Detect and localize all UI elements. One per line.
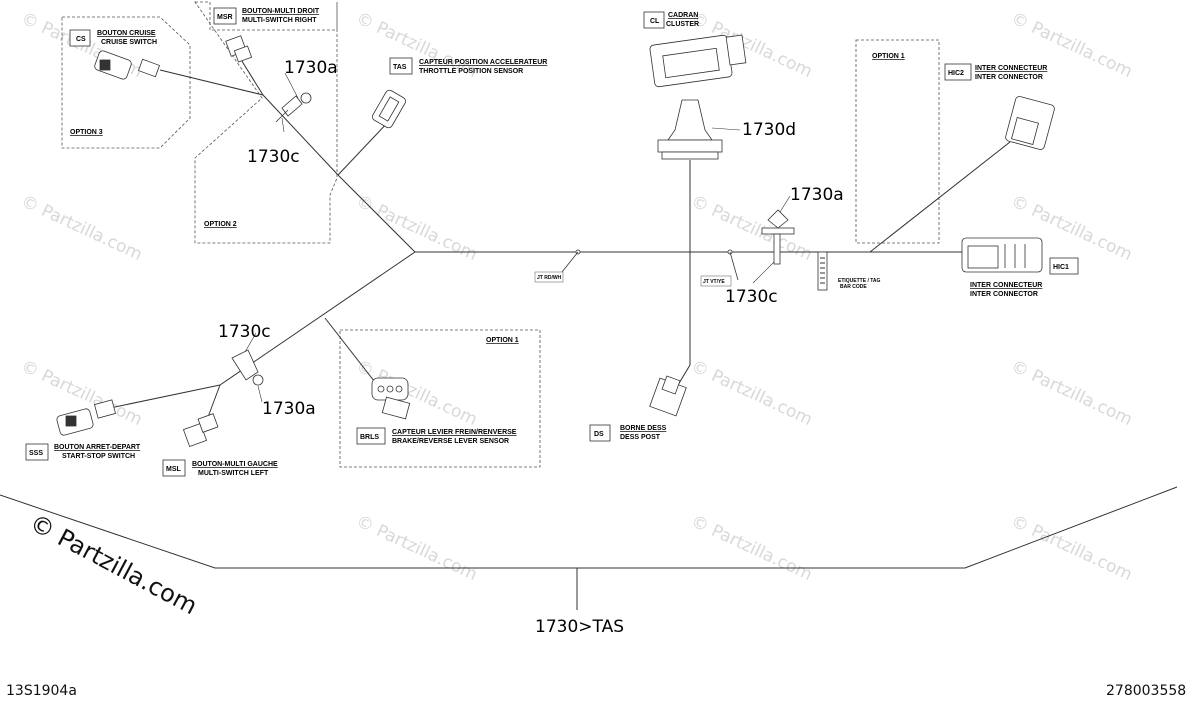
label-brls-en: BRAKE/REVERSE LEVER SENSOR [392,438,509,445]
code-box-hic2 [944,63,972,81]
clip-1730-mid [761,209,795,265]
tape-label-vtye: JT VT/YE [703,279,725,285]
label-hic1-fr: INTER CONNECTEUR [970,282,1042,289]
drawing-code-right: 278003558 [1106,683,1187,699]
code-box-hic1 [1049,257,1079,275]
clip-1730-left [231,349,264,386]
watermarks: © Partzilla.com © Partzilla.com © Partzi… [18,8,1135,585]
code-box-ds [589,424,611,442]
code-box-msr [213,7,237,25]
code-box-tas [389,57,413,75]
label-cl-fr: CADRAN [668,12,698,19]
inter-connector-1-icon [961,237,1043,273]
option-2-label: OPTION 2 [204,221,237,228]
ref-1730c-top: 1730c [247,147,300,167]
option-3-label: OPTION 3 [70,129,103,136]
label-msl-en: MULTI-SWITCH LEFT [198,470,269,477]
code-sss: SSS [29,450,43,457]
ref-1730c-mid: 1730c [725,287,778,307]
label-hic1-en: INTER CONNECTOR [970,291,1038,298]
watermark: © Partzilla.com [688,511,815,585]
tag-label-line2: BAR CODE [840,284,867,290]
watermark: © Partzilla.com [18,191,145,265]
code-cs: CS [76,36,86,43]
option-1-box-mid [339,329,541,468]
partzilla-copyright: © Partzilla.com [25,509,202,621]
code-tas: TAS [393,64,407,71]
label-cs-fr: BOUTON CRUISE [97,30,156,37]
inter-connector-2-icon [1005,96,1055,150]
code-hic2: HIC2 [948,70,964,77]
ref-1730d: 1730d [742,120,796,140]
clip-1730-top [275,92,312,123]
ref-1730c-left: 1730c [218,322,271,342]
ref-1730a-left: 1730a [262,399,316,419]
cluster-connector-icon [649,34,747,88]
watermark: © Partzilla.com [1008,511,1135,585]
code-msl: MSL [166,466,182,473]
splices [561,249,739,281]
multi-switch-left-connector-icon [182,413,219,448]
option-2-box [194,1,338,244]
label-msr-en: MULTI-SWITCH RIGHT [242,17,317,24]
label-ds-en: DESS POST [620,434,661,441]
label-tas-fr: CAPTEUR POSITION ACCELERATEUR [419,59,547,66]
throttle-position-sensor-connector-icon [372,89,406,129]
option-3-box [61,16,191,149]
label-sss-fr: BOUTON ARRET-DEPART [54,444,141,451]
label-hic2-en: INTER CONNECTOR [975,74,1043,81]
multi-switch-right-connector-icon [225,35,253,63]
label-msr-fr: BOUTON-MULTI DROIT [242,8,320,15]
brake-reverse-lever-sensor-connector-icon [371,377,411,420]
code-box-cl [643,11,665,29]
tape-label-rdwh: JT RD/WH [537,275,562,281]
label-hic2-fr: INTER CONNECTEUR [975,65,1047,72]
label-cs-en: CRUISE SWITCH [101,39,157,46]
bottom-reference: 1730>TAS [535,617,624,637]
dess-post-connector-icon [649,375,687,417]
barcode-tag [817,251,828,291]
watermark: © Partzilla.com [353,191,480,265]
watermark: © Partzilla.com [688,356,815,430]
cruise-switch-connector-icon [94,50,161,80]
label-tas-en: THROTTLE POSITION SENSOR [419,68,523,75]
ref-1730a-mid: 1730a [790,185,844,205]
code-box-sss [25,443,49,461]
code-box-msl [162,459,186,477]
code-box-brls [356,427,386,445]
code-brls: BRLS [360,434,379,441]
grommet-1730d [657,99,723,160]
label-cl-en: CLUSTER [666,21,699,28]
code-box-cs [69,29,91,47]
tape-box-rdwh [534,271,564,283]
label-sss-en: START-STOP SWITCH [62,453,135,460]
bottom-bracket [0,486,1178,610]
watermark: © Partzilla.com [353,511,480,585]
code-hic1: HIC1 [1053,264,1069,271]
option-1-box-right [855,39,940,244]
ref-1730a-top: 1730a [284,58,338,78]
code-ds: DS [594,431,604,438]
label-ds-fr: BORNE DESS [620,425,667,432]
tape-box-vtye [700,275,732,287]
option-1-label-right: OPTION 1 [872,53,905,60]
watermark: © Partzilla.com [1008,356,1135,430]
option-1-label-mid: OPTION 1 [486,337,519,344]
code-msr: MSR [217,14,233,21]
start-stop-switch-connector-icon [56,399,116,436]
label-brls-fr: CAPTEUR LEVIER FREIN/RENVERSE [392,429,517,436]
tag-label-line1: ETIQUETTE / TAG [838,278,881,284]
label-msl-fr: BOUTON-MULTI GAUCHE [192,461,278,468]
code-cl: CL [650,18,660,25]
drawing-code-left: 13S1904a [6,683,77,699]
